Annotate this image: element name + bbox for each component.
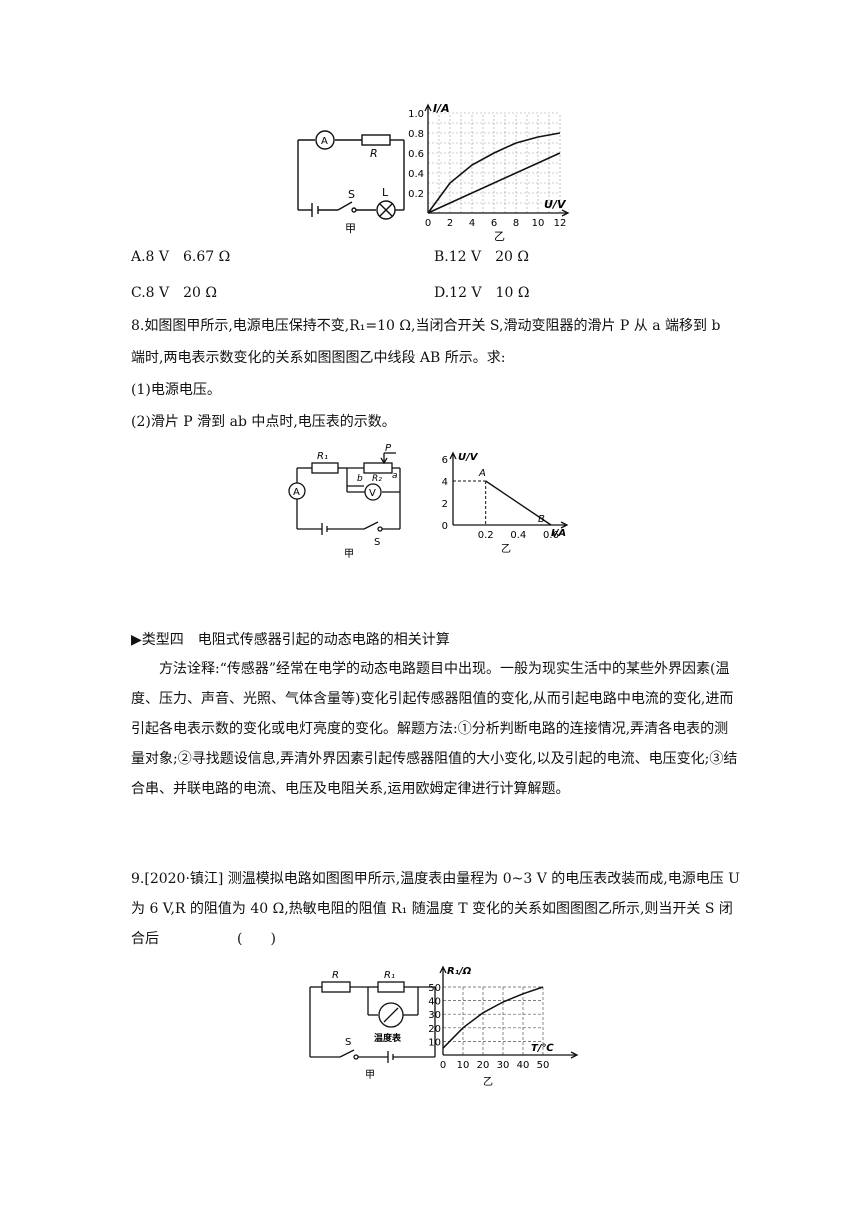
x-tick-label: 2: [447, 218, 453, 229]
graph-point-b: B: [538, 514, 545, 525]
figure-top-circuit: A R S L 甲: [297, 130, 405, 235]
q8-line1: 8.如图图甲所示,电源电压保持不变,R₁=10 Ω,当闭合开关 S,滑动变阻器的…: [131, 318, 721, 334]
y-tick-label: 0.8: [408, 129, 424, 140]
y-tick-label: 30: [428, 1010, 441, 1021]
y-tick-label: 0.4: [408, 169, 424, 180]
x-tick-label: 10: [532, 218, 545, 229]
x-tick-label: 12: [554, 218, 567, 229]
section-method: 方法诠释:“传感器”经常在电学的动态电路题目中出现。一般为现实生活中的某些外界因…: [131, 661, 738, 797]
switch-label: S: [345, 1037, 351, 1048]
y-tick-label: 0.6: [408, 149, 424, 160]
figure-bottom-graph: 50 40 30 20 10 0 10 20 30 40 50 R₁/Ω T/℃ 乙: [428, 965, 579, 1088]
switch-label: S: [348, 188, 355, 201]
x-tick-label: 0.2: [478, 530, 494, 541]
x-tick-label: 6: [491, 218, 497, 229]
x-tick-label: 0: [425, 218, 431, 229]
thermometer-label: 温度表: [374, 1032, 402, 1044]
y-tick-label: 0: [442, 521, 448, 532]
graph-xlabel: T/℃: [531, 1043, 554, 1054]
circuit-caption: 甲: [344, 549, 354, 560]
y-tick-label: 40: [428, 997, 441, 1008]
series-line: [442, 986, 544, 1049]
segment-ab: [485, 480, 552, 526]
r1-label: R₁: [384, 970, 395, 981]
x-tick-label: 0.6: [543, 530, 559, 541]
x-tick-label: 50: [537, 1060, 550, 1071]
r1-label: R₁: [317, 451, 328, 462]
x-tick-label: 20: [477, 1060, 490, 1071]
option-a[interactable]: A.8 V 6.67 Ω: [131, 249, 231, 265]
figure-bottom-circuit: R R₁ 温度表 S 甲: [309, 970, 436, 1081]
section-title: ▶类型四 电阻式传感器引起的动态电路的相关计算: [131, 632, 450, 648]
x-tick-label: 8: [513, 218, 519, 229]
q9-stem: 9.[2020·镇江] 测温模拟电路如图图甲所示,温度表由量程为 0~3 V 的…: [131, 871, 740, 947]
resistor-label: R: [370, 147, 378, 160]
r-label: R: [332, 970, 339, 981]
x-tick-label: 40: [517, 1060, 530, 1071]
y-tick-label: 0.2: [408, 189, 424, 200]
y-tick-label: 20: [428, 1024, 441, 1035]
y-tick-label: 6: [442, 455, 448, 466]
switch-label: S: [374, 537, 380, 548]
circuit-caption: 甲: [365, 1070, 375, 1081]
figure-top-graph: 1.0 0.8 0.6 0.4 0.2 0 2 4 6 8 10 12 I/A U/V 乙: [408, 102, 570, 243]
end-b-label: b: [357, 474, 363, 484]
q9-answer-blank[interactable]: ( ): [237, 931, 276, 947]
graph-caption: 乙: [501, 543, 511, 555]
q8-sub1: (1)电源电压。: [131, 382, 221, 398]
r2-label: R₂: [372, 474, 382, 484]
y-tick-label: 4: [442, 477, 448, 488]
series-line-2: [427, 152, 561, 214]
figure-mid-circuit: R₁ P R₂ b a V A S 甲: [288, 443, 401, 560]
y-tick-label: 10: [428, 1037, 441, 1048]
x-tick-label: 0: [440, 1060, 446, 1071]
end-a-label: a: [392, 471, 398, 481]
y-tick-label: 1.0: [408, 109, 424, 120]
graph-ylabel: U/V: [458, 452, 479, 463]
graph-caption: 乙: [483, 1076, 493, 1088]
slider-p-label: P: [385, 443, 392, 454]
voltmeter-label: V: [369, 488, 376, 499]
graph-ylabel: R₁/Ω: [447, 966, 472, 977]
q8-sub2: (2)滑片 P 滑到 ab 中点时,电压表的示数。: [131, 414, 396, 430]
y-tick-label: 50: [428, 983, 441, 994]
graph-point-a: A: [478, 468, 486, 479]
option-c[interactable]: C.8 V 20 Ω: [131, 285, 218, 301]
circuit-caption: 甲: [345, 222, 356, 235]
lamp-label: L: [382, 186, 389, 199]
option-d[interactable]: D.12 V 10 Ω: [434, 285, 530, 301]
ammeter-label: A: [293, 487, 300, 498]
x-tick-label: 4: [469, 218, 475, 229]
ammeter-label: A: [321, 136, 328, 147]
series-line-1: [427, 132, 561, 214]
graph-ylabel: I/A: [433, 102, 450, 115]
graph-xlabel: I/A: [551, 528, 566, 539]
graph-xlabel: U/V: [544, 198, 567, 211]
figure-mid-graph: 6 4 2 0 0.2 0.4 0.6 A B U/V I/A 乙: [442, 451, 569, 555]
q9-text: 9.[2020·镇江] 测温模拟电路如图图甲所示,温度表由量程为 0~3 V 的…: [131, 864, 741, 954]
x-tick-label: 30: [497, 1060, 510, 1071]
option-b[interactable]: B.12 V 20 Ω: [434, 249, 529, 265]
x-tick-label: 10: [457, 1060, 470, 1071]
q8-line2: 端时,两电表示数变化的关系如图图图乙中线段 AB 所示。求:: [131, 350, 506, 366]
y-tick-label: 2: [442, 499, 448, 510]
graph-caption: 乙: [494, 230, 505, 243]
x-tick-label: 0.4: [510, 530, 526, 541]
